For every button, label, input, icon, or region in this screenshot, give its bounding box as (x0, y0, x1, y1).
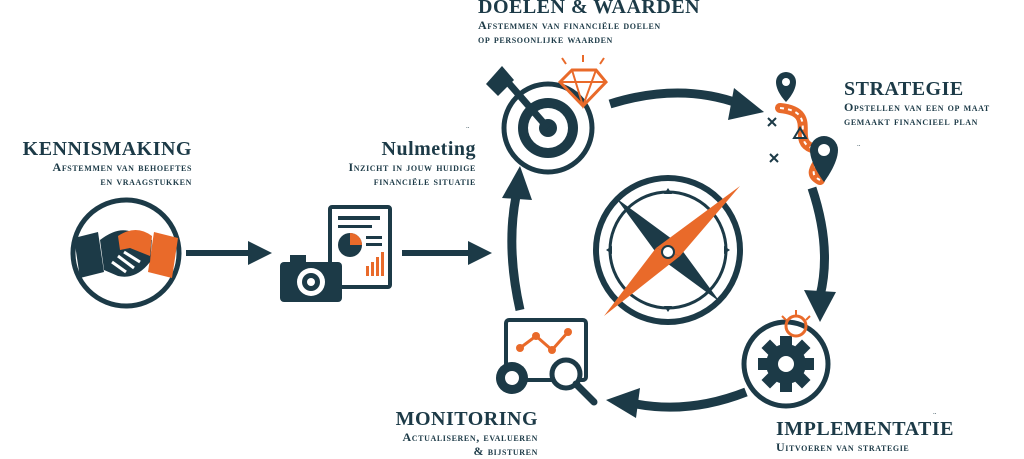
step-strategie: STRATEGIE Opstellen van een op maat gema… (844, 78, 990, 128)
arrow-nulmeting-to-cycle (402, 241, 492, 265)
compass-icon (593, 175, 743, 325)
target-diamond-icon (486, 55, 609, 175)
cycle-arrow-strategie-to-implementatie (804, 186, 836, 322)
step-implementatie: IMPLEMENTATIE Uitvoeren van strategie (776, 418, 954, 454)
step-monitoring: MONITORING Actualiseren, evalueren & bij… (396, 408, 538, 458)
monitoring-subtitle-line-1: Actualiseren, evalueren (402, 430, 538, 444)
gear-lightbulb-icon (741, 310, 831, 409)
arrow-kennismaking-to-nulmeting (186, 241, 272, 265)
kennismaking-subtitle-line-1: Afstemmen van behoeftes (52, 160, 192, 174)
doelen-title: DOELEN & WAARDEN (478, 0, 701, 18)
monitoring-title: MONITORING (395, 408, 538, 430)
kennismaking-subtitle-line-2: en vraagstukken (100, 174, 192, 188)
cycle-arrow-monitoring-to-doelen (502, 166, 532, 311)
step-doelen-en-waarden: DOELEN & WAARDEN Afstemmen van financiël… (478, 0, 700, 46)
nulmeting-subtitle-line-2: financiële situatie (373, 174, 476, 188)
tiny-mark: .. (466, 122, 470, 130)
camera-report-icon (280, 205, 392, 302)
nulmeting-title: Nulmeting (381, 138, 476, 160)
implementatie-title: IMPLEMENTATIE (776, 418, 954, 440)
analytics-magnifier-icon (496, 318, 598, 406)
nulmeting-subtitle-line-1: Inzicht in jouw huidige (348, 160, 476, 174)
step-nulmeting: Nulmeting Inzicht in jouw huidige financ… (349, 138, 477, 188)
cycle-arrow-doelen-to-strategie (608, 88, 764, 120)
doelen-subtitle-line-1: Afstemmen van financiële doelen (478, 18, 661, 32)
route-map-icon (767, 72, 838, 185)
step-kennismaking: KENNISMAKING Afstemmen van behoeftes en … (23, 138, 192, 188)
implementatie-subtitle-line-1: Uitvoeren van strategie (776, 440, 910, 454)
tiny-mark: .. (857, 140, 861, 148)
doelen-subtitle-line-2: op persoonlijke waarden (478, 32, 613, 46)
handshake-icon (70, 197, 182, 309)
strategie-title: STRATEGIE (844, 78, 964, 100)
tiny-mark: .. (933, 408, 937, 416)
strategie-subtitle-line-1: Opstellen van een op maat (844, 100, 990, 114)
strategie-subtitle-line-2: gemaakt financieel plan (844, 114, 979, 128)
cycle-arrow-implementatie-to-monitoring (606, 387, 748, 418)
monitoring-subtitle-line-2: & bijsturen (473, 444, 538, 458)
kennismaking-title: KENNISMAKING (22, 138, 192, 160)
